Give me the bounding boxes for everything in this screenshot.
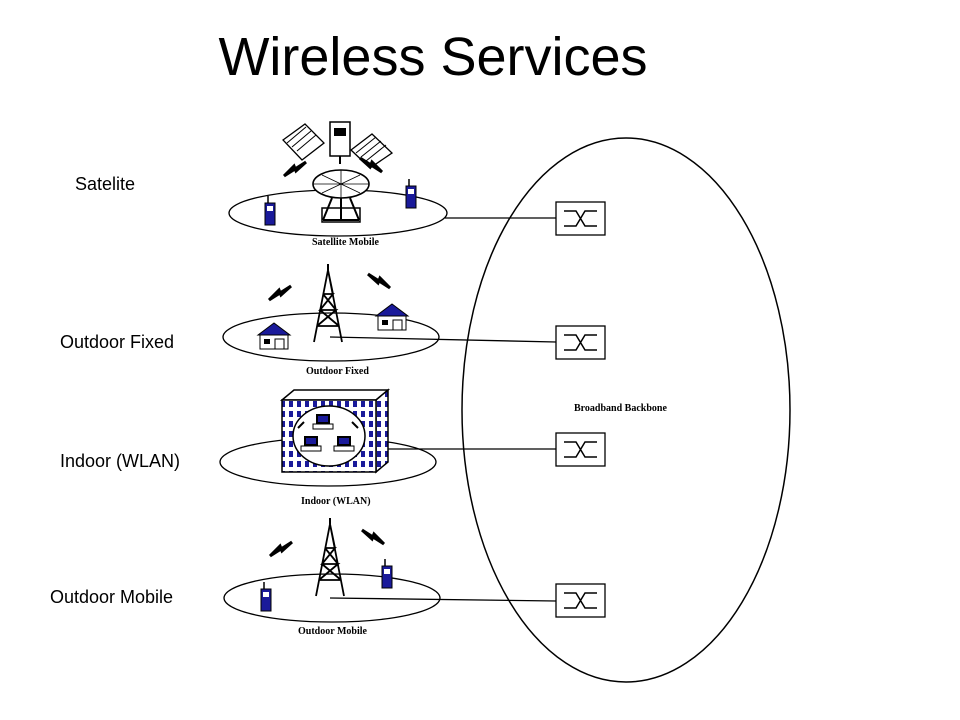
laptop-icon xyxy=(300,435,322,452)
signal-icon xyxy=(282,160,308,178)
switch-icon xyxy=(555,432,606,467)
caption-satellite-mobile: Satellite Mobile xyxy=(312,237,379,248)
link-outdoor-mobile xyxy=(329,597,557,602)
switch-icon xyxy=(555,583,606,618)
phone-icon xyxy=(264,195,276,226)
tower-icon xyxy=(315,517,345,597)
signal-icon xyxy=(360,528,386,546)
laptop-icon xyxy=(333,435,355,452)
dish-icon xyxy=(312,169,370,223)
phone-icon xyxy=(405,178,417,209)
house-icon xyxy=(257,322,291,350)
switch-icon xyxy=(555,325,606,360)
signal-icon xyxy=(267,284,293,302)
coverage-outdoor-mobile xyxy=(223,573,441,623)
label-satellite: Satelite xyxy=(75,174,136,194)
label-indoor-wlan: Indoor (WLAN) xyxy=(60,451,181,471)
label-outdoor-mobile: Outdoor Mobile xyxy=(50,587,174,607)
signal-icon xyxy=(366,272,392,290)
switch-icon xyxy=(555,201,606,236)
signal-icon xyxy=(268,540,294,558)
caption-backbone: Broadband Backbone xyxy=(574,403,667,414)
phone-icon xyxy=(260,581,272,612)
caption-indoor-wlan: Indoor (WLAN) xyxy=(301,496,371,507)
phone-icon xyxy=(381,558,393,589)
building-icon xyxy=(279,388,391,474)
caption-outdoor-fixed: Outdoor Fixed xyxy=(306,366,369,377)
coverage-outdoor-fixed xyxy=(222,312,440,362)
laptop-icon xyxy=(312,413,334,430)
page-title: Wireless Services xyxy=(218,27,648,87)
label-outdoor-fixed: Outdoor Fixed xyxy=(60,332,175,352)
house-icon xyxy=(375,303,409,331)
tower-icon xyxy=(313,263,343,343)
satellite-icon xyxy=(282,121,394,169)
link-outdoor-fixed xyxy=(329,336,557,343)
backbone-ellipse xyxy=(461,137,791,683)
caption-outdoor-mobile: Outdoor Mobile xyxy=(298,626,368,637)
